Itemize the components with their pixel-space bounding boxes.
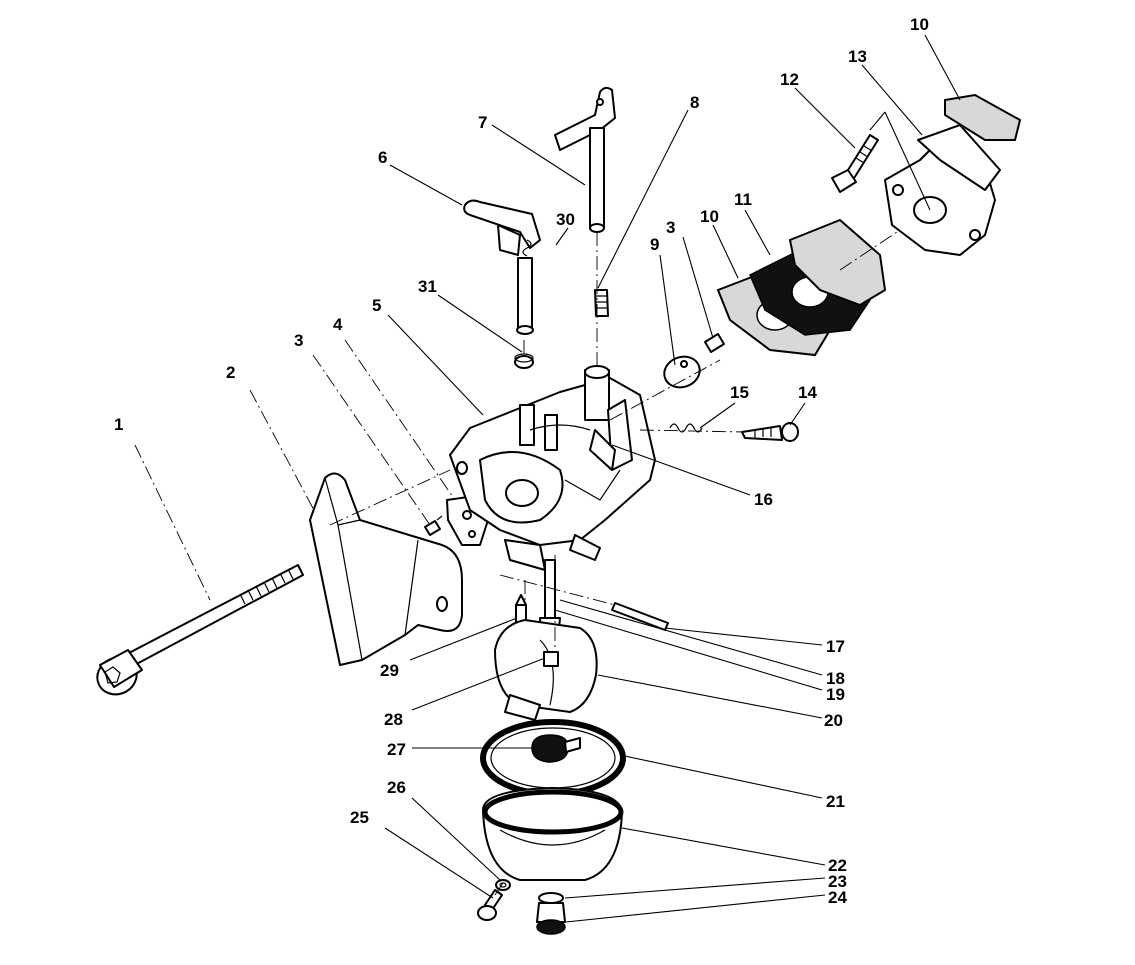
label-part-24: 24 [828, 888, 847, 907]
label-part-25: 25 [350, 808, 369, 827]
label-part-1: 1 [114, 415, 123, 434]
part-16-fitting [589, 429, 616, 471]
label-part-29: 29 [380, 661, 399, 680]
part-3-screw-left [424, 515, 443, 536]
part-31-seal [514, 353, 534, 369]
leader-lines [384, 34, 961, 923]
label-part-14: 14 [798, 383, 817, 402]
label-part-30: 30 [556, 210, 575, 229]
part-5-carburetor-body [449, 365, 656, 571]
part-2-shroud [309, 472, 463, 666]
label-part-22: 22 [828, 856, 847, 875]
part-28-jet [543, 651, 559, 667]
label-part-6: 6 [378, 148, 387, 167]
label-part-3-left: 3 [294, 331, 303, 350]
part-7-choke-shaft [554, 86, 616, 233]
label-part-5: 5 [372, 296, 381, 315]
label-part-27: 27 [387, 740, 406, 759]
label-part-26: 26 [387, 778, 406, 797]
label-part-28: 28 [384, 710, 403, 729]
label-part-15: 15 [730, 383, 749, 402]
label-part-13: 13 [848, 47, 867, 66]
label-part-17: 17 [826, 637, 845, 656]
label-part-4: 4 [333, 315, 343, 334]
assembly-lines [134, 229, 901, 896]
label-part-19: 19 [826, 685, 845, 704]
part-13-manifold [884, 124, 1001, 256]
label-part-8: 8 [690, 93, 699, 112]
part-10-gasket-middle [788, 218, 887, 307]
part-3-screw-right [704, 333, 725, 353]
part-9-disc [663, 355, 701, 389]
label-part-16: 16 [754, 490, 773, 509]
label-part-23: 23 [828, 872, 847, 891]
part-17-pin [611, 602, 669, 631]
label-part-9: 9 [650, 235, 659, 254]
part-20-float [494, 619, 598, 721]
label-part-10-top: 10 [910, 15, 929, 34]
label-part-3-right: 3 [666, 218, 675, 237]
part-12-bolt [831, 134, 879, 193]
part-27-hinge [531, 734, 581, 763]
label-part-7: 7 [478, 113, 487, 132]
part-14-screw [741, 422, 799, 442]
label-part-18: 18 [826, 669, 845, 688]
label-part-21: 21 [826, 792, 845, 811]
part-22-bowl [482, 787, 624, 881]
part-30-spring [522, 239, 532, 257]
label-part-20: 20 [824, 711, 843, 730]
part-1-bolt [96, 564, 304, 696]
part-10-gasket-top [944, 93, 1022, 141]
part-26-washer [495, 879, 511, 891]
label-part-31: 31 [418, 277, 437, 296]
part-number-labels: 1 2 3 4 5 6 7 8 30 31 9 3 10 11 12 13 10… [114, 15, 929, 907]
part-6-lever [463, 199, 541, 335]
label-part-10-middle: 10 [700, 207, 719, 226]
part-8-fitting [594, 289, 609, 317]
label-part-2: 2 [226, 363, 235, 382]
label-part-11: 11 [734, 190, 752, 209]
part-23-24-bowl-nut [536, 892, 566, 935]
part-25-screw [477, 889, 503, 921]
label-part-12: 12 [780, 70, 799, 89]
